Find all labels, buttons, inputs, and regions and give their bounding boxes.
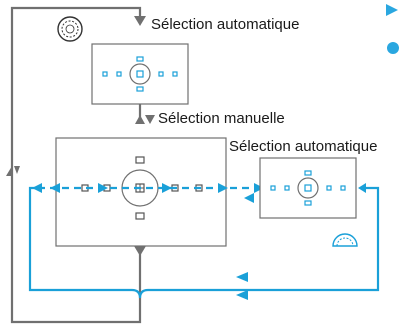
blue-arrow-back: [244, 193, 254, 203]
arrow-left-loop-down: [14, 166, 20, 174]
blue-arrowheads-dashed: [50, 183, 264, 203]
blue-arrow-right: [218, 183, 228, 193]
blue-arrow-left: [50, 183, 60, 193]
main-dial-icon: [57, 16, 83, 42]
viewfinder-top: [91, 43, 189, 105]
label-auto-top: Sélection automatique: [151, 16, 300, 33]
blue-arrowheads-loop: [32, 183, 366, 300]
blue-arrow-to-auto: [254, 183, 264, 193]
arrow-down-top: [134, 16, 146, 26]
arrow-up-manual: [135, 115, 145, 124]
blue-arrow-bottom-left: [236, 272, 248, 282]
label-manual: Sélection manuelle: [158, 110, 285, 127]
viewfinder-manual: [55, 137, 227, 247]
quick-control-dial-icon: [332, 233, 358, 247]
blue-arrow-loop-left: [32, 183, 42, 193]
blue-loop-line: [28, 186, 380, 299]
blue-arrow-loop-right: [358, 183, 366, 193]
blue-arrow-mid1: [98, 183, 108, 193]
arrow-down-manual: [145, 115, 155, 124]
arrow-left-loop-up: [6, 166, 12, 176]
outer-gray-loop: [10, 6, 142, 324]
blue-loop: [28, 186, 380, 299]
label-auto-right: Sélection automatique: [229, 138, 378, 155]
blue-arrow-mid2: [162, 183, 172, 193]
viewfinder-right: [259, 157, 357, 219]
blue-arrow-bottom-left2: [236, 290, 248, 300]
arrow-up-bottom: [134, 246, 146, 256]
decorative-marks: [386, 4, 399, 54]
